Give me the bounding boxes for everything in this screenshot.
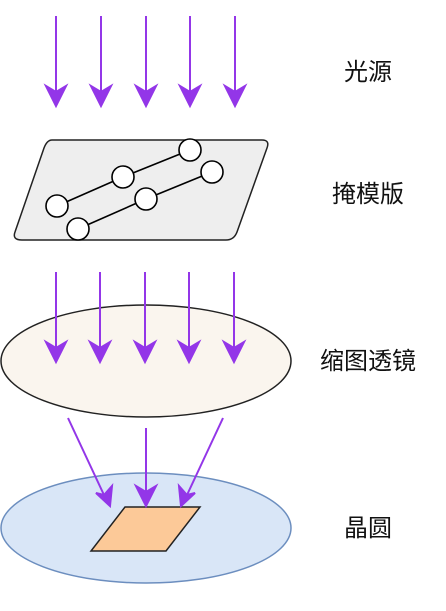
arrowhead <box>133 83 159 109</box>
circle-node-icon <box>111 165 135 189</box>
arrowhead <box>221 339 247 365</box>
label-mask: 掩模版 <box>332 180 404 208</box>
pattern-line <box>77 198 147 230</box>
light-source-arrows <box>43 16 248 109</box>
arrowhead <box>43 83 69 109</box>
arrowhead <box>222 83 248 109</box>
pattern-line <box>145 171 213 200</box>
arrowhead <box>176 339 202 365</box>
circle-node-icon <box>134 187 158 211</box>
circle-node-icon <box>200 160 224 184</box>
circle-node-icon <box>45 194 69 218</box>
arrowhead <box>87 339 113 365</box>
lens-to-wafer-arrows <box>67 417 224 509</box>
mask-to-lens-arrows <box>43 272 247 365</box>
pattern-line <box>56 176 124 207</box>
arrow-converge-icon <box>67 417 105 496</box>
mask-pattern <box>45 138 224 241</box>
circle-node-icon <box>178 138 202 162</box>
arrowhead <box>88 83 114 109</box>
arrowhead <box>177 483 196 509</box>
arrowhead <box>43 339 69 365</box>
pattern-line <box>122 149 191 178</box>
label-light-source: 光源 <box>344 58 392 86</box>
arrowhead <box>132 339 158 365</box>
arrowhead <box>177 83 203 109</box>
arrow-converge-icon <box>186 417 224 496</box>
label-lens: 缩图透镜 <box>320 347 416 375</box>
arrowhead <box>95 483 114 509</box>
die-pattern <box>89 506 202 552</box>
arrowhead <box>133 483 159 509</box>
circle-node-icon <box>66 217 90 241</box>
label-wafer: 晶圆 <box>344 514 392 542</box>
